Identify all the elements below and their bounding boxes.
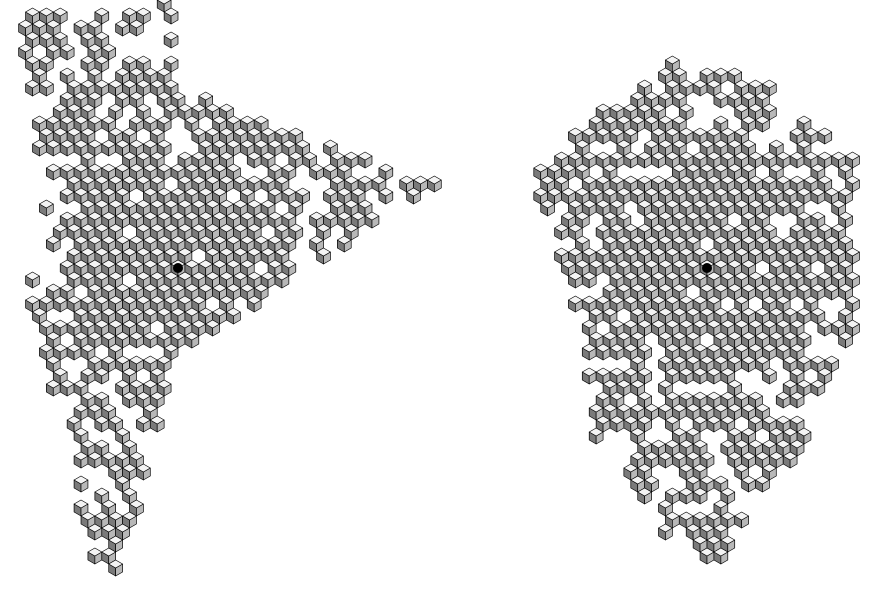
cube (596, 128, 610, 144)
cube (123, 392, 137, 408)
cube (95, 368, 109, 384)
cube (589, 428, 603, 444)
cube (568, 272, 582, 288)
cube (337, 236, 351, 252)
cube (67, 344, 81, 360)
cube (46, 164, 60, 180)
cube (88, 548, 102, 564)
cube (790, 152, 804, 168)
cube (46, 140, 60, 156)
cube (275, 272, 289, 288)
cube (679, 488, 693, 504)
cube (707, 416, 721, 432)
cube (714, 92, 728, 108)
cube (136, 416, 150, 432)
cube (26, 80, 40, 96)
cube (60, 140, 74, 156)
cube (783, 452, 797, 468)
cube (74, 476, 88, 492)
cube (164, 32, 178, 48)
cube (762, 368, 776, 384)
cube (39, 80, 53, 96)
cube (541, 200, 555, 216)
cube (136, 464, 150, 480)
cube (317, 248, 331, 264)
cube (227, 308, 241, 324)
cube (659, 452, 673, 468)
cube (185, 332, 199, 348)
cube (116, 20, 130, 36)
cube (247, 296, 261, 312)
cube (53, 296, 67, 312)
cube (150, 416, 164, 432)
cube (379, 188, 393, 204)
cube (206, 320, 220, 336)
cube (714, 548, 728, 564)
cube (407, 188, 421, 204)
cube (143, 332, 157, 348)
cube (88, 524, 102, 540)
cube (555, 224, 569, 240)
cube (427, 176, 441, 192)
left-aggregate-panel (19, 0, 442, 576)
cube (693, 80, 707, 96)
cube (582, 272, 596, 288)
cube (130, 20, 144, 36)
cube (742, 356, 756, 372)
cube (109, 560, 123, 576)
cube (811, 380, 825, 396)
seed-dot (173, 263, 183, 273)
cube (679, 368, 693, 384)
cube (310, 164, 324, 180)
cube (790, 392, 804, 408)
cube (707, 368, 721, 384)
cube (610, 416, 624, 432)
cube (102, 140, 116, 156)
cube (811, 188, 825, 204)
cube (776, 392, 790, 408)
cube (46, 236, 60, 252)
cube (638, 152, 652, 168)
cube (164, 8, 178, 24)
cube (624, 152, 638, 168)
cube (756, 476, 770, 492)
cube (46, 380, 60, 396)
cube (818, 320, 832, 336)
cube (756, 116, 770, 132)
cube (60, 44, 74, 60)
cube (74, 452, 88, 468)
cube (693, 488, 707, 504)
cube (33, 140, 47, 156)
cube (652, 152, 666, 168)
cube (130, 332, 144, 348)
cube (742, 476, 756, 492)
cube (39, 200, 53, 216)
cube (700, 548, 714, 564)
cube (358, 152, 372, 168)
cube (95, 416, 109, 432)
cube (839, 332, 853, 348)
cube (568, 296, 582, 312)
cube (659, 524, 673, 540)
cube (582, 368, 596, 384)
cube (365, 212, 379, 228)
cube (60, 188, 74, 204)
cube (610, 344, 624, 360)
right-aggregate-panel (534, 56, 860, 564)
cube (596, 344, 610, 360)
cube (247, 152, 261, 168)
cube (60, 380, 74, 396)
cube (818, 128, 832, 144)
cube (735, 512, 749, 528)
cube (88, 452, 102, 468)
cube (26, 272, 40, 288)
cube (638, 488, 652, 504)
seed-dot (702, 263, 712, 273)
cube (693, 368, 707, 384)
cube (582, 344, 596, 360)
cube (776, 200, 790, 216)
cube (825, 284, 839, 300)
